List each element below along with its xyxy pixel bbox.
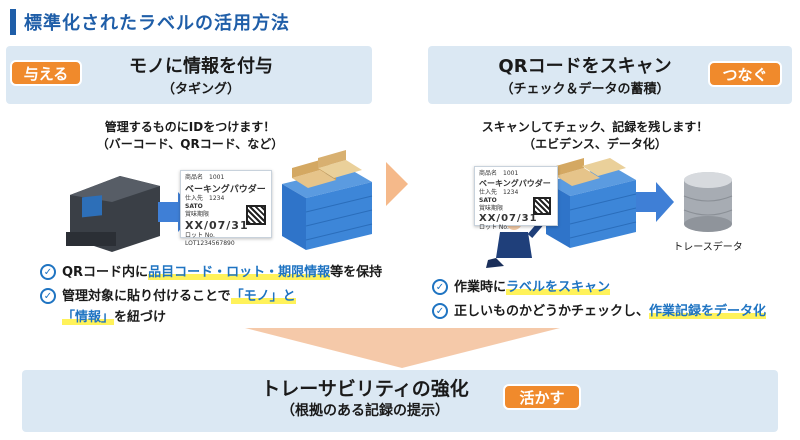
page-header: 標準化されたラベルの活用方法 bbox=[10, 8, 290, 36]
right-desc-line2: （エビデンス、データ化） bbox=[523, 137, 667, 151]
label-supplier-code: 仕入先 1234 bbox=[479, 189, 519, 196]
right-desc-line1: スキャンしてチェック、記録を残します！ bbox=[481, 120, 709, 134]
check-icon: ✓ bbox=[432, 279, 448, 295]
badge-connect: つなぐ bbox=[708, 61, 782, 87]
label-product-name: ベーキングパウダー bbox=[185, 185, 266, 195]
page-title: 標準化されたラベルの活用方法 bbox=[24, 13, 290, 34]
badge-give: 与える bbox=[10, 60, 82, 86]
check-icon: ✓ bbox=[432, 303, 448, 319]
right-product-label: 商品名 1001 ベーキングパウダー 仕入先 1234 SATO 賞味期限 XX… bbox=[474, 166, 558, 231]
check-icon: ✓ bbox=[40, 264, 56, 280]
list-item: ✓ 正しいものかどうかチェックし、作業記録をデータ化 bbox=[432, 301, 792, 322]
left-panel-subtitle: （タギング） bbox=[161, 82, 240, 97]
title-accent-bar bbox=[10, 9, 16, 35]
left-description: 管理するものにIDをつけます！ （バーコード、QRコード、など） bbox=[70, 119, 310, 153]
label-expiry-caption: 賞味期限 bbox=[479, 205, 504, 212]
database-label: トレースデータ bbox=[673, 242, 743, 253]
scanned-crate-icon bbox=[546, 158, 637, 248]
traceability-band bbox=[22, 370, 778, 432]
label-supplier-code: 仕入先 1234 bbox=[185, 195, 225, 202]
left-panel-title: モノに情報を付与 bbox=[129, 56, 273, 77]
bottom-subtitle: （根拠のある記録の提示） bbox=[281, 403, 449, 419]
right-panel-subtitle: （チェック＆データの蓄積） bbox=[500, 82, 670, 97]
label-supplier-name: SATO bbox=[185, 203, 203, 210]
label-product-code: 商品名 1001 bbox=[479, 170, 519, 177]
label-expiry-date: XX/07/31 bbox=[185, 219, 249, 232]
left-product-label: 商品名 1001 ベーキングパウダー 仕入先 1234 SATO 賞味期限 XX… bbox=[180, 170, 272, 247]
badge-utilize: 活かす bbox=[503, 384, 581, 410]
arrow-right-icon bbox=[636, 182, 674, 222]
label-product-name: ベーキングパウダー bbox=[479, 179, 551, 188]
left-desc-line1: 管理するものにIDをつけます！ bbox=[104, 120, 276, 134]
list-item: ✓ QRコード内に品目コード・ロット・期限情報等を保持 bbox=[40, 262, 390, 283]
qr-code-icon bbox=[533, 197, 551, 215]
list-item: ✓ 作業時にラベルをスキャン bbox=[432, 277, 792, 298]
qr-code-icon bbox=[246, 205, 266, 225]
step-chevron-icon bbox=[386, 162, 408, 206]
check-icon: ✓ bbox=[40, 288, 56, 304]
inventory-crate-icon bbox=[282, 150, 373, 250]
right-panel-title: QRコードをスキャン bbox=[498, 56, 672, 77]
arrow-down-icon bbox=[245, 328, 560, 368]
label-product-code: 商品名 1001 bbox=[185, 174, 225, 181]
bottom-title: トレーサビリティの強化 bbox=[261, 378, 469, 400]
label-lot-caption: ロット No. bbox=[479, 224, 509, 231]
right-bullet-list: ✓ 作業時にラベルをスキャン ✓ 正しいものかどうかチェックし、作業記録をデータ… bbox=[432, 277, 792, 325]
list-item: ✓ 管理対象に貼り付けることで「モノ」と 「情報」を紐づけ bbox=[40, 286, 390, 328]
label-expiry-caption: 賞味期限 bbox=[185, 211, 210, 218]
label-lot-caption: ロット No. bbox=[185, 232, 215, 239]
left-desc-line2: （バーコード、QRコード、など） bbox=[96, 137, 284, 151]
label-expiry-date: XX/07/31 bbox=[479, 213, 538, 224]
left-bullet-list: ✓ QRコード内に品目コード・ロット・期限情報等を保持 ✓ 管理対象に貼り付ける… bbox=[40, 262, 390, 331]
label-printer-icon bbox=[66, 176, 160, 252]
label-supplier-name: SATO bbox=[479, 197, 497, 204]
database-icon bbox=[683, 172, 733, 232]
right-description: スキャンしてチェック、記録を残します！ （エビデンス、データ化） bbox=[470, 119, 720, 153]
label-lot-number: LOT1234567890 bbox=[185, 240, 235, 247]
